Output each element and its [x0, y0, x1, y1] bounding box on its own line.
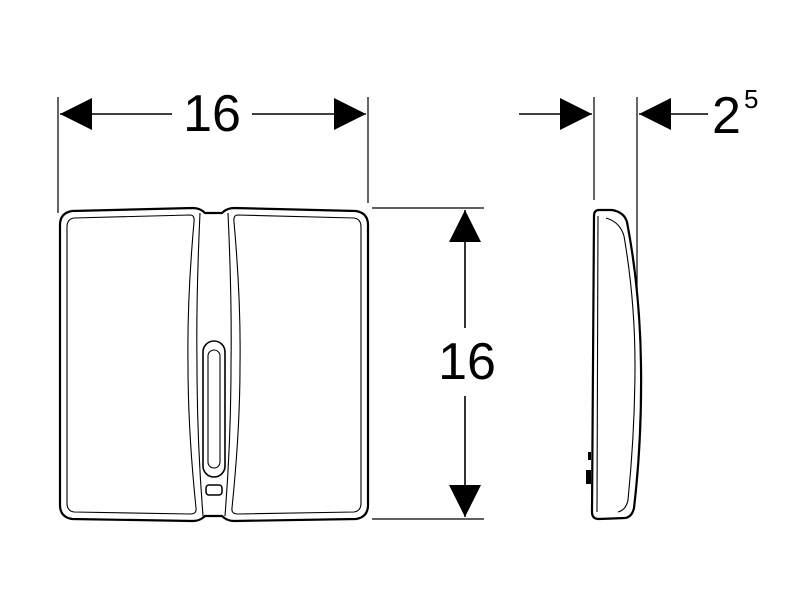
height-arrow-top — [449, 210, 481, 242]
width-arrow-left — [60, 98, 92, 130]
height-arrow-bottom — [449, 485, 481, 517]
height-dimension: 16 — [372, 207, 496, 520]
depth-arrow-right — [639, 98, 671, 130]
front-view — [58, 206, 370, 523]
height-label: 16 — [438, 333, 496, 391]
side-view — [586, 208, 643, 521]
side-profile-face — [605, 217, 636, 513]
side-clip-lower — [588, 452, 591, 460]
depth-label-superscript: 5 — [744, 84, 758, 114]
right-panel-edge — [231, 214, 362, 515]
width-dimension: 16 — [57, 85, 369, 213]
side-profile-outline — [590, 208, 643, 521]
center-recess-left — [196, 212, 204, 517]
depth-label: 2 — [712, 87, 741, 145]
width-arrow-right — [334, 98, 366, 130]
sensor-window — [202, 340, 226, 478]
left-panel-edge — [66, 214, 197, 515]
width-label: 16 — [183, 85, 241, 143]
depth-arrow-left — [560, 98, 592, 130]
side-clip — [586, 470, 591, 484]
center-recess-right — [224, 212, 232, 517]
depth-dimension: 2 5 — [519, 84, 758, 290]
side-profile-back — [596, 215, 599, 513]
indicator-led — [205, 484, 223, 496]
sensor-window-inner — [207, 349, 221, 469]
